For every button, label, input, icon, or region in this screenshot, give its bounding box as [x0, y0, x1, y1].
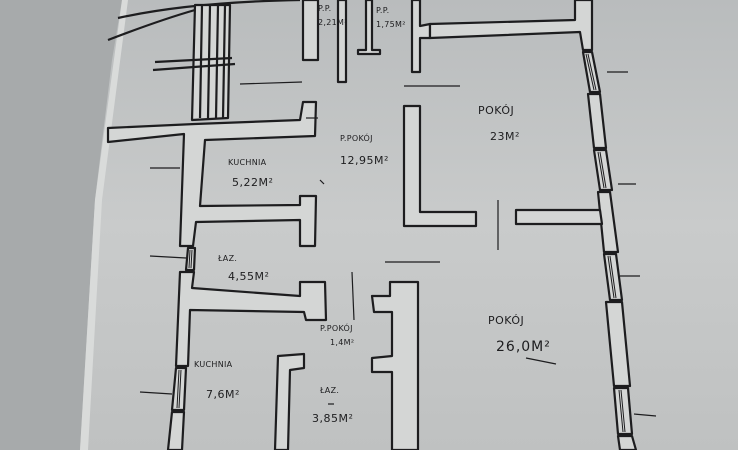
dimension-lines [139, 71, 657, 417]
window-left-2 [170, 366, 188, 412]
room-name: ŁAZ. [320, 386, 340, 395]
wall-lower-left [166, 410, 186, 450]
wall-top-right [428, 0, 594, 52]
wall-right-1 [586, 92, 608, 150]
wall-wc1-right [336, 0, 348, 84]
room-area: 12,95M² [340, 154, 389, 167]
wall-wc1-left [301, 0, 320, 62]
room-area: 5,22M² [232, 176, 274, 189]
wall-right-4 [616, 434, 638, 450]
room-name: KUCHNIA [194, 360, 233, 369]
wall-upper-left [106, 100, 318, 248]
exterior-curve-2 [107, 8, 196, 42]
room-name: P.P. [318, 4, 332, 13]
window-glazing [176, 53, 626, 433]
stair-landing [152, 56, 236, 72]
wall-wc2-right [410, 0, 432, 74]
wall-right-3 [604, 300, 632, 388]
room-name: POKÓJ [488, 314, 525, 327]
room-name: P.POKÓJ [320, 324, 353, 333]
binding-shadow [0, 0, 122, 450]
wall-wc-divider [356, 0, 382, 56]
room-area: 26,0M² [496, 339, 551, 355]
wall-middle-left [174, 270, 328, 368]
room-name: P.POKÓJ [340, 134, 373, 143]
room-area: 1,75M² [376, 20, 406, 29]
room-name: POKÓJ [478, 104, 515, 117]
wall-central-right [514, 208, 604, 226]
room-area: 23M² [490, 130, 520, 143]
room-area: 7,6M² [206, 388, 240, 401]
page-edge [80, 0, 128, 450]
window-left-1 [184, 246, 197, 272]
room-area: 4,55M² [228, 270, 270, 283]
wall-right-2 [596, 190, 620, 254]
room-name: ŁAZ. [218, 254, 238, 263]
room-area: 3,85M² [312, 412, 354, 425]
walls [106, 0, 638, 450]
wall-kitchen2-inner [273, 352, 306, 450]
wall-central-lower [370, 280, 420, 450]
room-name: KUCHNIA [228, 158, 267, 167]
wall-central-L [402, 104, 478, 228]
room-name: P.P. [376, 6, 390, 15]
room-area: 2,21M² [318, 18, 348, 27]
room-area: 1,4M² [330, 338, 355, 347]
stair-steps [198, 4, 227, 119]
